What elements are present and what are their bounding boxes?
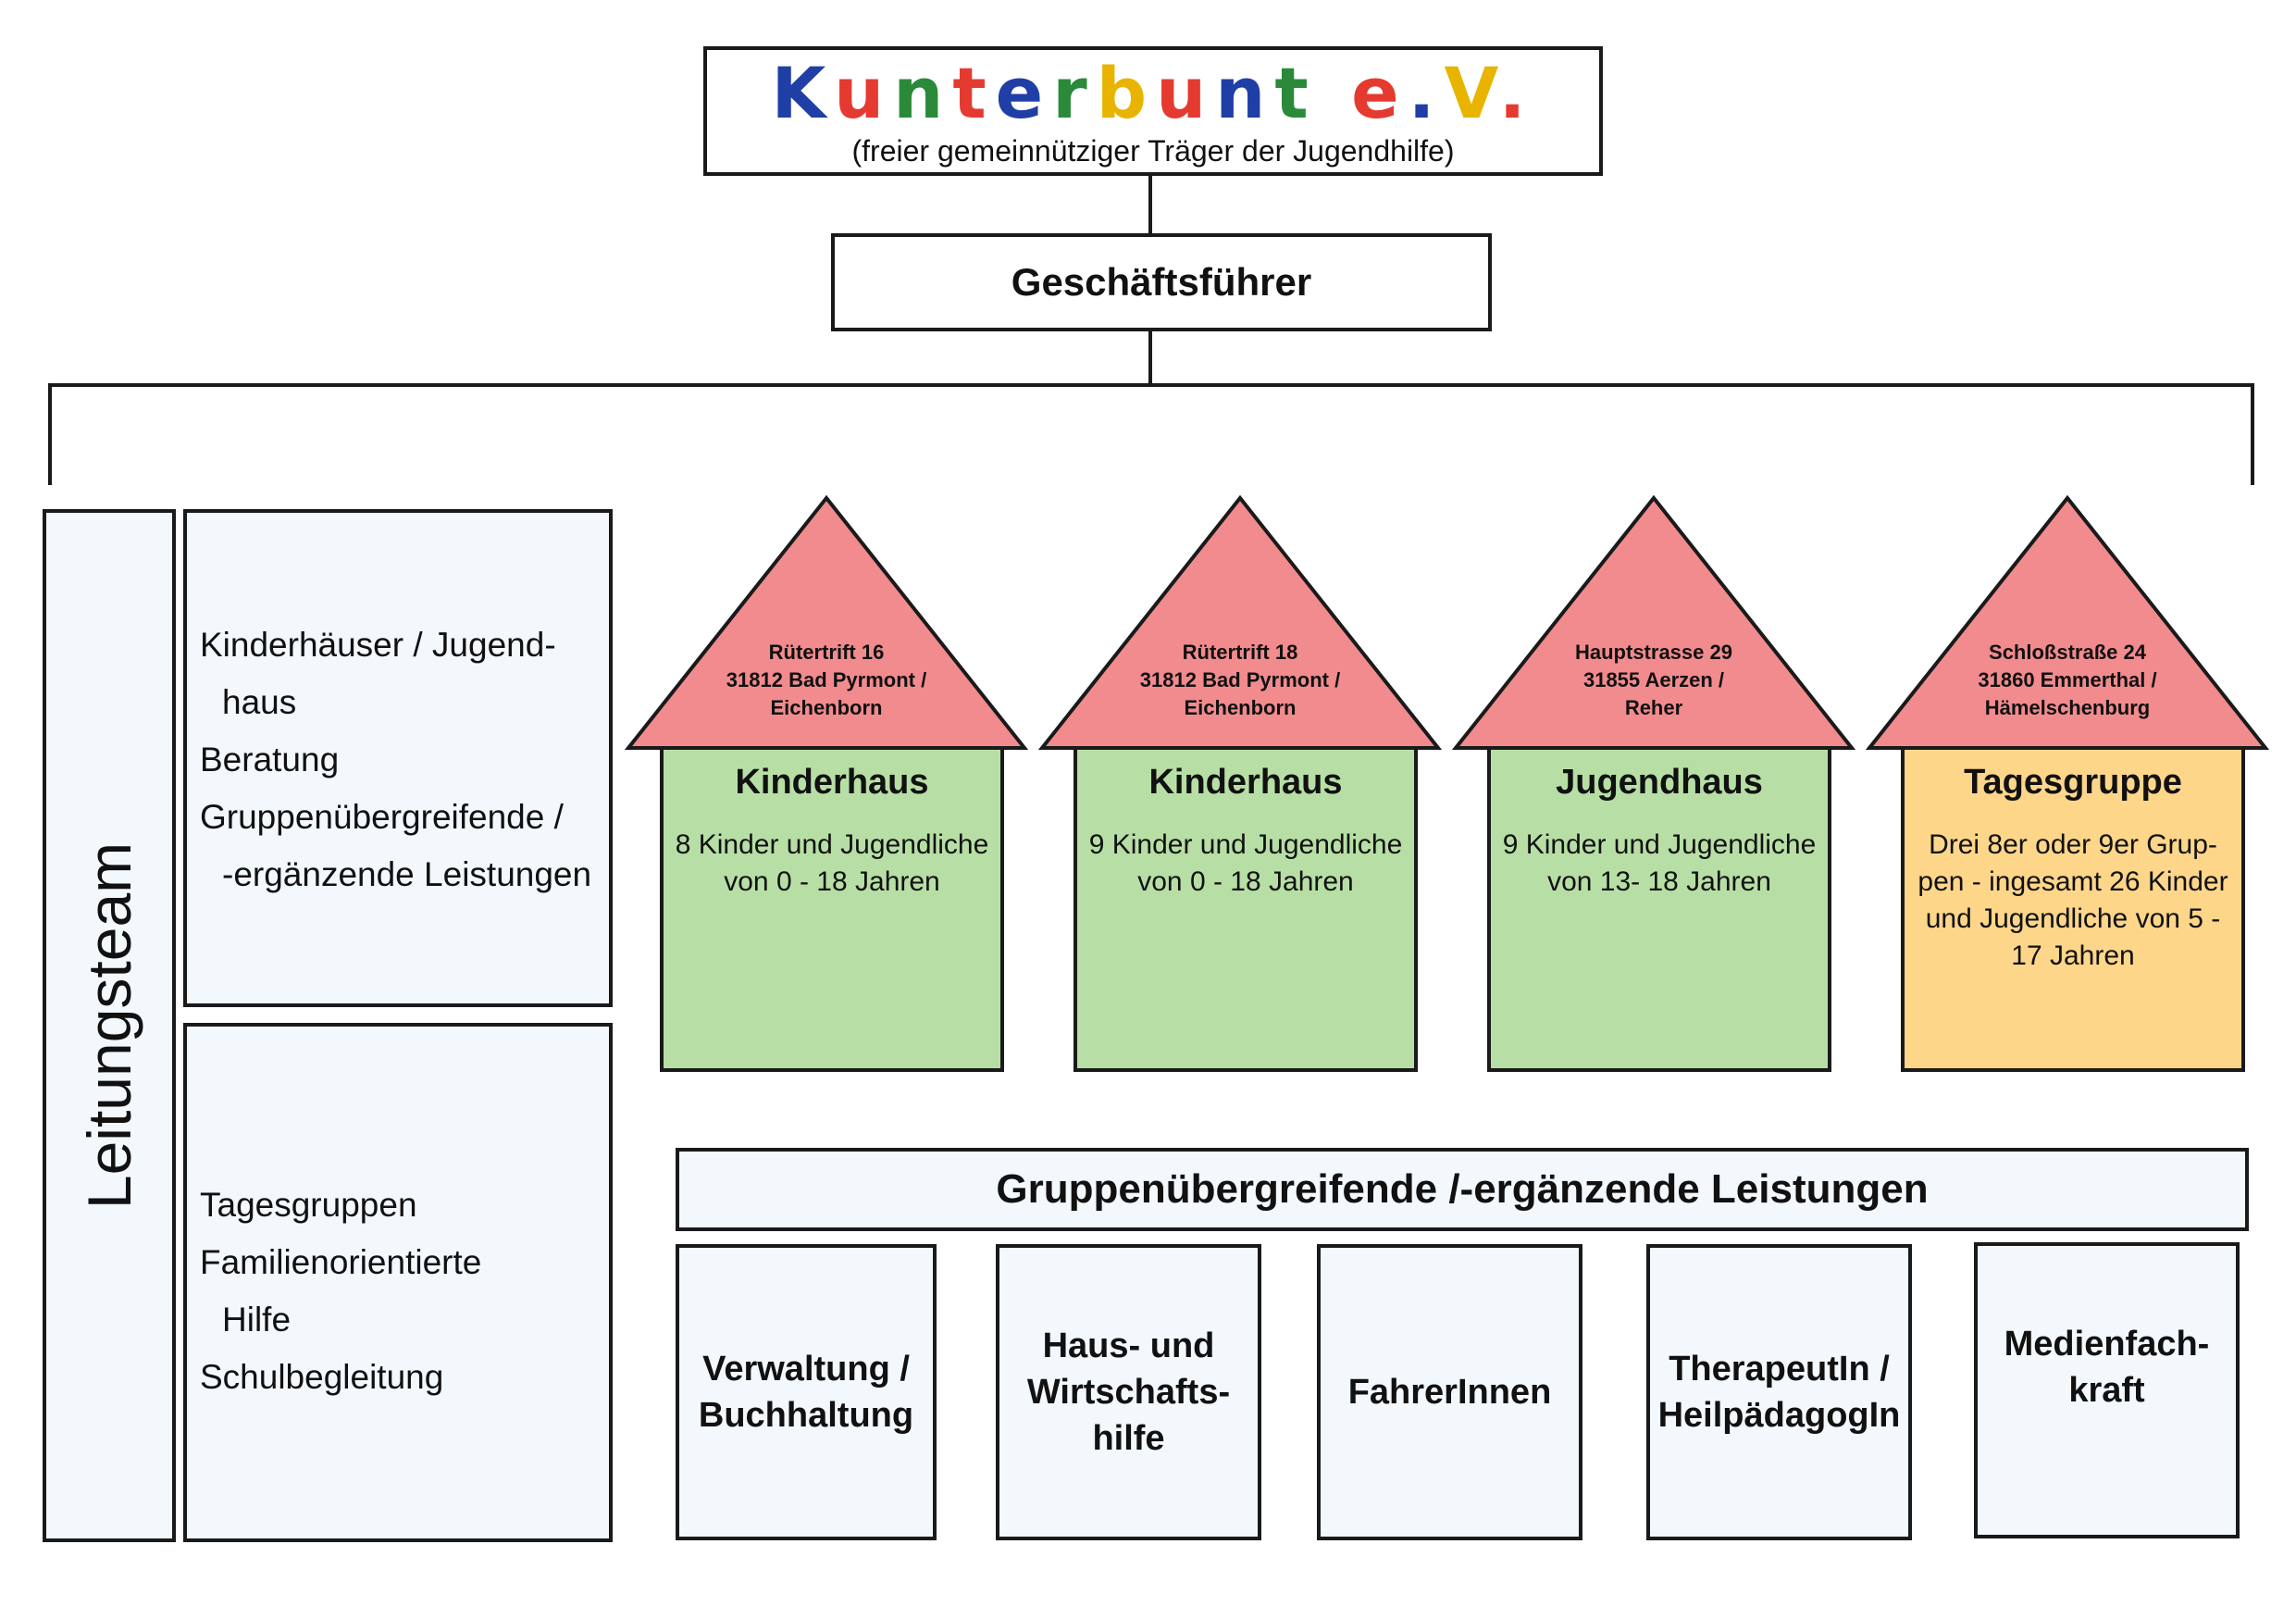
area-houses-item: Kinderhäuser / Jugend- xyxy=(200,626,556,664)
house-address-line: 31855 Aerzen / xyxy=(1582,668,1725,691)
organization-logo: Kunterbunt e.V. xyxy=(772,57,1535,129)
service-label-line: kraft xyxy=(2068,1371,2145,1410)
house-description: 9 Kinder und Jugendliche von 13- 18 Jahre… xyxy=(1491,827,1828,901)
logo-letter: n xyxy=(1215,51,1275,134)
logo-letter: n xyxy=(893,51,953,134)
house-address: Schloßstraße 24 31860 Emmerthal / Hämelsch… xyxy=(1956,639,2178,722)
house-address-line: Hauptstrasse 29 xyxy=(1575,641,1732,664)
house-address-line: Rütertrift 18 xyxy=(1182,641,1298,664)
area-houses-item: -ergänzende Leistungen xyxy=(222,855,592,893)
house-description-line: von 13- 18 Jahren xyxy=(1547,866,1771,897)
service-label-line: Wirtschafts- xyxy=(1026,1373,1231,1412)
house-description-line: 9 Kinder und Jugendliche xyxy=(1502,829,1817,860)
leitungsteam-label: Leitungsteam xyxy=(75,841,143,1210)
ceo-label: Geschäftsführer xyxy=(1011,260,1312,304)
logo-letter: e xyxy=(1351,51,1409,134)
house-body: Jugendhaus 9 Kinder und Jugendliche von 13… xyxy=(1487,746,1831,1072)
house-address: Rütertrift 16 31812 Bad Pyrmont / Eichenbo… xyxy=(715,639,937,722)
logo-letter: . xyxy=(1498,51,1535,134)
house-description-line: von 0 - 18 Jahren xyxy=(1137,866,1354,897)
house-description-line: 9 Kinder und Jugendliche xyxy=(1088,829,1403,860)
logo-letter: e xyxy=(995,51,1053,134)
house-description-line: von 0 - 18 Jahren xyxy=(724,866,940,897)
house-address: Rütertrift 18 31812 Bad Pyrmont / Eichenbo… xyxy=(1129,639,1351,722)
house-address-line: Hämelschenburg xyxy=(1984,696,2151,719)
connector-logo-ceo xyxy=(1148,176,1152,233)
house-description-line: 17 Jahren xyxy=(2011,940,2135,971)
house-address-line: Schloßstraße 24 xyxy=(1989,641,2146,664)
logo-letter xyxy=(1318,52,1351,134)
connector-right-drop xyxy=(2251,383,2254,485)
house-address-line: 31812 Bad Pyrmont / xyxy=(726,668,927,691)
service-label-line: Buchhaltung xyxy=(698,1396,914,1435)
area-houses-item: Gruppenübergreifende / xyxy=(200,798,564,836)
service-label-line: TherapeutIn / xyxy=(1669,1350,1890,1389)
house-description-line: 8 Kinder und Jugendliche xyxy=(675,829,989,860)
house-address-line: Eichenborn xyxy=(770,696,883,719)
service-box: TherapeutIn / HeilpädagogIn xyxy=(1646,1244,1912,1540)
house-description: Drei 8er oder 9er Grup-pen - ingesamt 26… xyxy=(1905,827,2241,975)
service-box: Medienfach-kraft xyxy=(1974,1242,2240,1538)
logo-letter: b xyxy=(1096,51,1157,134)
services-header-label: Gruppenübergreifende /-ergänzende Leistu… xyxy=(996,1166,1929,1212)
connector-horizontal-bar xyxy=(48,383,2254,387)
house-description-line: und Jugendliche von 5 - xyxy=(1925,903,2221,934)
service-label-line: Haus- und xyxy=(1042,1326,1215,1365)
logo-letter: t xyxy=(952,51,996,134)
house-title: Jugendhaus xyxy=(1556,763,1763,802)
house-title: Kinderhaus xyxy=(1148,763,1343,802)
area-day-groups-item: Familienorientierte xyxy=(200,1243,482,1281)
service-label-line: HeilpädagogIn xyxy=(1657,1396,1901,1435)
area-day-groups-item: Schulbegleitung xyxy=(200,1358,444,1396)
house-address: Hauptstrasse 29 31855 Aerzen / Reher xyxy=(1543,639,1765,722)
area-houses-item: Beratung xyxy=(200,741,340,778)
area-day-groups-item: Hilfe xyxy=(222,1301,292,1339)
logo-letter: K xyxy=(771,51,835,134)
house-address-line: Eichenborn xyxy=(1184,696,1297,719)
service-label-line: hilfe xyxy=(1092,1419,1165,1458)
house-address-line: 31812 Bad Pyrmont / xyxy=(1139,668,1341,691)
house-description: 9 Kinder und Jugendliche von 0 - 18 Jahre… xyxy=(1077,827,1414,901)
house-body: Kinderhaus 8 Kinder und Jugendliche von 0 … xyxy=(660,746,1004,1072)
logo-letter: u xyxy=(834,51,894,134)
ceo-box: Geschäftsführer xyxy=(831,233,1492,331)
logo-letter: r xyxy=(1052,51,1097,134)
service-box: Verwaltung / Buchhaltung xyxy=(676,1244,937,1540)
service-label-line: Verwaltung / xyxy=(702,1350,910,1389)
house-title: Tagesgruppe xyxy=(1964,763,2182,802)
services-header-box: Gruppenübergreifende /-ergänzende Leistu… xyxy=(676,1148,2249,1231)
organization-box: Kunterbunt e.V. (freier gemeinnütziger T… xyxy=(703,46,1603,176)
leitungsteam-box: Leitungsteam xyxy=(43,509,176,1542)
logo-letter: t xyxy=(1274,51,1318,134)
logo-letter: . xyxy=(1408,51,1445,134)
service-label-line: Medienfach- xyxy=(2004,1325,2210,1364)
area-houses-item: haus xyxy=(222,683,297,721)
house-description: 8 Kinder und Jugendliche von 0 - 18 Jahre… xyxy=(664,827,1000,901)
connector-ceo-bar xyxy=(1148,331,1152,385)
house-address-line: Reher xyxy=(1624,696,1683,719)
house-address-line: Rütertrift 16 xyxy=(768,641,885,664)
house-address-line: 31860 Emmerthal / xyxy=(1978,668,2157,691)
logo-letter: u xyxy=(1156,51,1216,134)
organization-subtitle: (freier gemeinnütziger Träger der Jugend… xyxy=(851,133,1455,168)
house-body: Kinderhaus 9 Kinder und Jugendliche von 0 … xyxy=(1074,746,1418,1072)
connector-left-drop xyxy=(48,383,52,485)
house-description-line: Drei 8er oder 9er Grup- xyxy=(1929,829,2217,860)
house-description-line: pen - ingesamt 26 Kinder xyxy=(1917,866,2228,897)
area-day-groups-item: Tagesgruppen xyxy=(200,1186,417,1224)
logo-letter: V xyxy=(1444,51,1499,134)
house-title: Kinderhaus xyxy=(735,763,929,802)
service-box: FahrerInnen xyxy=(1317,1244,1582,1540)
service-label-line: FahrerInnen xyxy=(1347,1373,1552,1412)
